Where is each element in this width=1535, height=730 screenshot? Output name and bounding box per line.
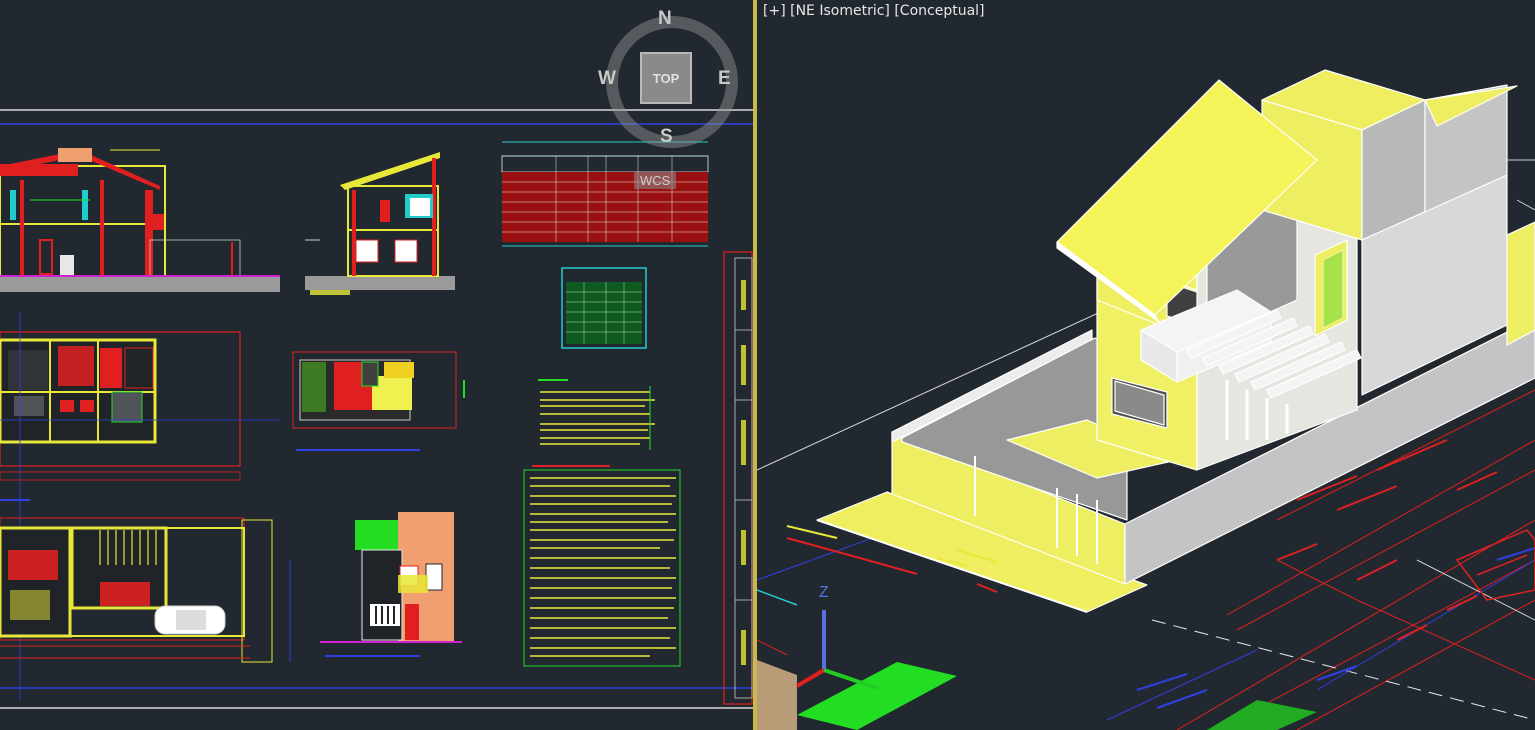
roof-plan bbox=[292, 351, 465, 451]
notes-block-1 bbox=[538, 379, 655, 450]
notes-block-2 bbox=[523, 465, 681, 667]
viewcube-west[interactable]: W bbox=[598, 68, 616, 89]
lawn-hatch-2 bbox=[1207, 700, 1317, 730]
slab-annotation bbox=[786, 525, 998, 567]
area-table bbox=[501, 141, 709, 247]
paving-hatch bbox=[757, 660, 797, 730]
right-viewport[interactable]: Z [+] [NE Isometric] [Conceptual] bbox=[757, 0, 1535, 730]
viewcube-top-face[interactable]: TOP bbox=[640, 52, 692, 104]
blue-dimension-annotations bbox=[1136, 547, 1535, 709]
title-block bbox=[723, 251, 753, 705]
visual-style-menu[interactable]: [Conceptual] bbox=[894, 3, 985, 19]
floor-plan-1 bbox=[0, 312, 280, 700]
ucs-icon bbox=[757, 589, 878, 690]
left-viewport[interactable]: TOP N S E W WCS bbox=[0, 0, 753, 730]
view-preset-menu[interactable]: [NE Isometric] bbox=[790, 3, 890, 19]
viewcube-east[interactable]: E bbox=[718, 68, 731, 89]
drawing-canvas-3d[interactable] bbox=[757, 0, 1535, 730]
viewcube[interactable]: TOP N S E W WCS bbox=[598, 8, 738, 189]
viewport-menu-toggle[interactable]: [+] bbox=[763, 3, 786, 19]
drawing-canvas-2d[interactable] bbox=[0, 0, 753, 730]
stair-detail bbox=[1455, 529, 1535, 601]
section-drawing-2 bbox=[305, 152, 455, 295]
schedule-table bbox=[561, 267, 647, 349]
lawn-hatch bbox=[797, 662, 957, 730]
house-3d-model bbox=[816, 69, 1535, 613]
section-drawing-1 bbox=[0, 148, 280, 292]
ucs-z-label: Z bbox=[819, 584, 829, 601]
viewcube-north[interactable]: N bbox=[658, 8, 672, 29]
viewport-divider[interactable] bbox=[753, 0, 757, 730]
front-elevation bbox=[320, 512, 462, 657]
viewport-controls-label: [+] [NE Isometric] [Conceptual] bbox=[763, 3, 985, 19]
floor-plan-2 bbox=[0, 517, 291, 663]
viewcube-south[interactable]: S bbox=[660, 126, 673, 147]
dimension-annotations bbox=[786, 439, 1498, 641]
wcs-menu-button[interactable]: WCS bbox=[634, 172, 677, 189]
